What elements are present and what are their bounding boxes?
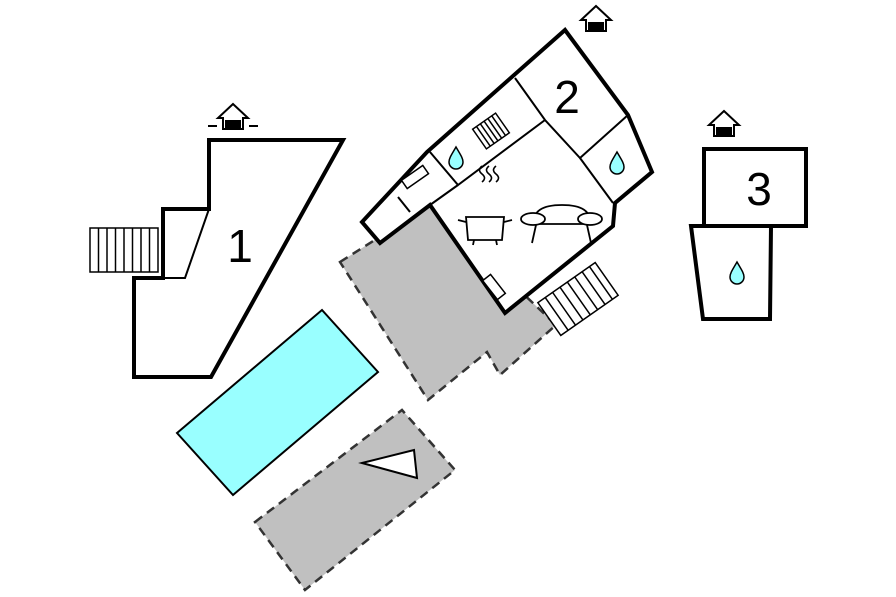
unit-1-stairs <box>89 227 159 273</box>
unit-2-inner-stairs <box>471 112 511 150</box>
unit-2: 2 <box>359 5 655 337</box>
unit-1-hall <box>162 208 211 279</box>
unit-1: 1 <box>89 103 347 379</box>
swimming-pool <box>175 308 380 497</box>
parking-triangle-icon <box>358 448 419 480</box>
sofa-icon <box>520 204 603 244</box>
unit-1-label: 1 <box>227 220 253 272</box>
unit-3-label: 3 <box>746 163 772 215</box>
unit-3-bedroom <box>702 147 808 228</box>
cooking-pot-icon <box>457 165 513 246</box>
house-entrance-icon <box>208 103 258 130</box>
house-entrance-icon <box>708 110 740 137</box>
unit-2-label: 2 <box>554 71 580 123</box>
unit-3: 3 <box>688 110 808 321</box>
house-entrance-icon <box>580 5 612 32</box>
unit-2-outer-stairs <box>536 261 620 337</box>
unit-2-outline <box>359 27 655 316</box>
